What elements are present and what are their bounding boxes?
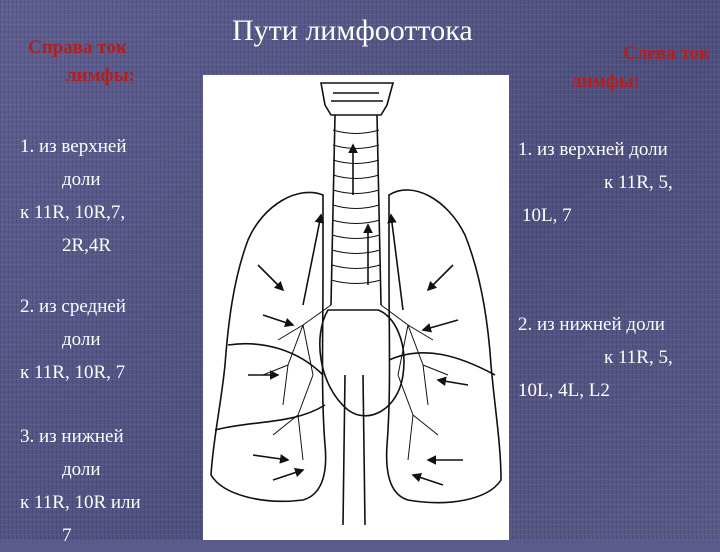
item-line: доли	[62, 169, 101, 190]
left-header-line-2: лимфы:	[571, 71, 640, 92]
right-lung-outline	[210, 191, 327, 503]
right-header-line-2: лимфы:	[66, 65, 135, 86]
trachea-shape	[330, 114, 382, 306]
item-line: 1. из верхней доли	[518, 139, 668, 160]
left-upper-lobe-item: 1. из верхней доли к 11R, 5, 10L, 7	[518, 133, 718, 232]
lymph-drainage-illustration	[203, 75, 509, 540]
arrow-flow	[387, 213, 404, 311]
arrow-flow	[257, 264, 285, 292]
arrow-flow	[411, 472, 444, 486]
item-line: доли	[62, 329, 101, 350]
right-upper-lobe-item: 1. из верхней доли к 11R, 10R,7, 2R,4R	[20, 130, 210, 262]
arrow-flow	[426, 264, 454, 292]
right-middle-lobe-item: 2. из средней доли к 11R, 10R, 7	[20, 290, 210, 389]
heart-shape	[319, 309, 405, 417]
arrow-flow	[436, 376, 469, 387]
arrow-flow	[272, 467, 305, 481]
slide-title: Пути лимфооттока	[232, 14, 473, 47]
item-line: 2R,4R	[62, 235, 112, 256]
right-header-line-1: Справа ток	[28, 37, 127, 58]
item-line: к 11R, 10R, 7	[20, 362, 126, 383]
arrow-flow	[302, 213, 325, 306]
item-line: 10L, 4L, L2	[518, 380, 610, 401]
left-lower-lobe-item: 2. из нижней доли к 11R, 5, 10L, 4L, L2	[518, 308, 718, 407]
item-line: 10L, 7	[522, 205, 572, 226]
left-lung-outline	[385, 189, 502, 504]
item-line: к 11R, 5,	[604, 347, 673, 368]
item-line: к 11R, 10R,7,	[20, 202, 126, 223]
right-lower-lobe-item: 3. из нижней доли к 11R, 10R или 7	[20, 420, 210, 552]
larynx-shape	[320, 82, 395, 116]
item-line: 1. из верхней	[20, 136, 127, 157]
item-line: 3. из нижней	[20, 426, 124, 447]
arrow-flow	[421, 319, 459, 333]
item-line: 2. из нижней доли	[518, 314, 665, 335]
item-line: 2. из средней	[20, 296, 126, 317]
item-line: к 11R, 5,	[604, 172, 673, 193]
left-header-line-1: Слева ток	[623, 43, 710, 64]
item-line: к 11R, 10R или	[20, 492, 141, 513]
arrow-flow	[262, 314, 295, 328]
item-line: доли	[62, 459, 101, 480]
left-side-header: Слева ток лимфы:	[540, 40, 720, 96]
right-side-header: Справа ток лимфы:	[28, 34, 178, 90]
arrow-flow	[252, 454, 290, 464]
item-line: 7	[62, 525, 72, 546]
lungs-drawing	[210, 82, 502, 526]
